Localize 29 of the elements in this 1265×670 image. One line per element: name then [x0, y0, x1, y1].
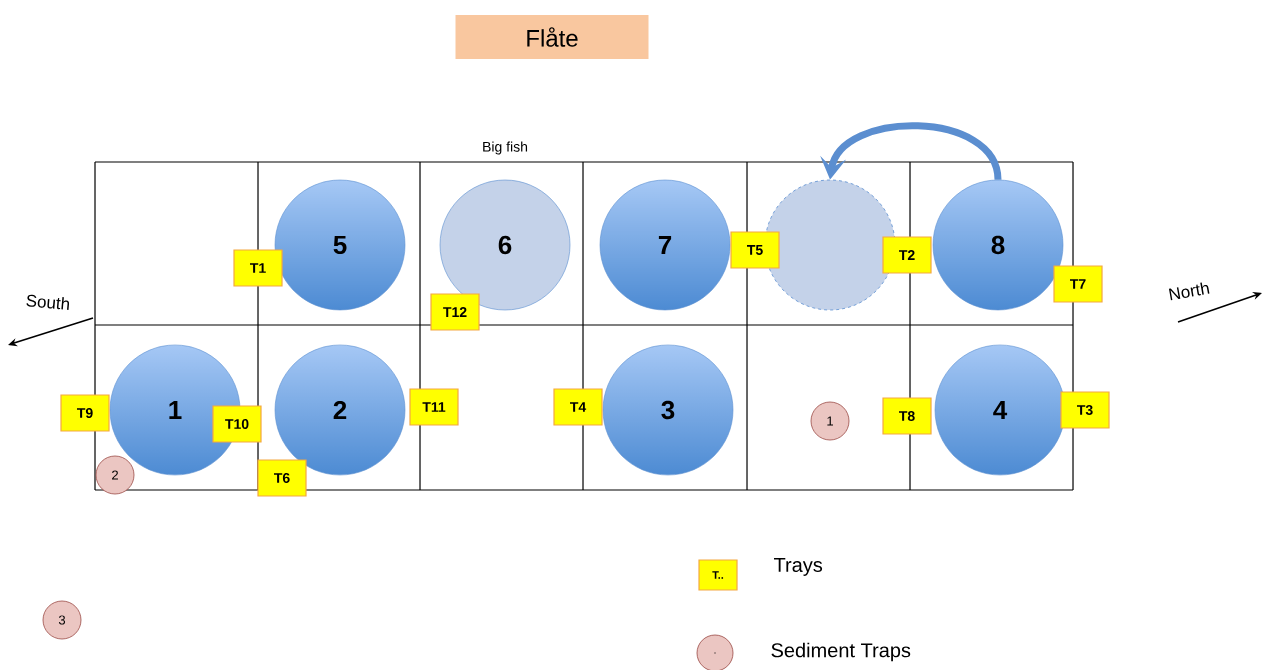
fish-tank: 7: [599, 179, 731, 311]
tray-tag: T10: [212, 405, 262, 443]
sediment-trap: 3: [42, 600, 82, 640]
tray-sample: T..: [698, 559, 738, 591]
sediment-trap: 2: [95, 455, 135, 495]
tray-tag: T12: [430, 293, 480, 331]
tray-tag: T7: [1053, 265, 1103, 303]
direction-label: North: [1168, 282, 1210, 301]
legend-label: Trays: [774, 558, 823, 576]
fish-tank: 5: [274, 179, 406, 311]
tray-tag: T2: [882, 236, 932, 274]
direction-label: South: [26, 294, 70, 310]
tray-tag: T1: [233, 249, 283, 287]
tray-tag: T6: [257, 459, 307, 497]
fish-tank: 8: [932, 179, 1064, 311]
tray-tag: T5: [730, 231, 780, 269]
legend-label: Sediment Traps: [771, 642, 911, 662]
tray-tag: T9: [60, 394, 110, 432]
tray-tag: T11: [409, 388, 459, 426]
fish-tank: 3: [602, 344, 734, 476]
tray-tag: T8: [882, 397, 932, 435]
sediment-trap: 1: [810, 401, 850, 441]
empty-tank-outline: [764, 179, 896, 311]
sediment-trap-sample: .: [696, 634, 734, 670]
tray-tag: T4: [553, 388, 603, 426]
tray-tag: T3: [1060, 391, 1110, 429]
title-box: Flåte: [455, 15, 649, 59]
node-label: Big fish: [483, 141, 528, 155]
fish-tank: 4: [934, 344, 1066, 476]
